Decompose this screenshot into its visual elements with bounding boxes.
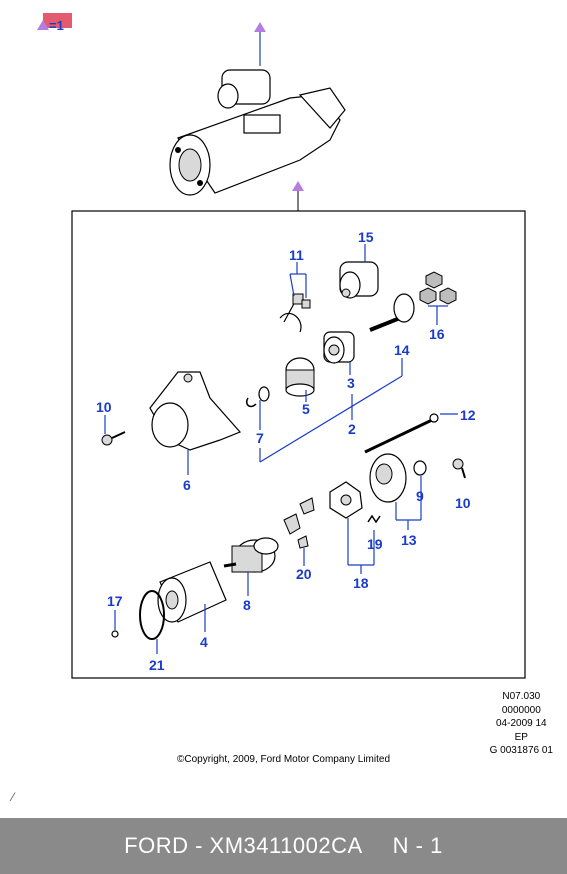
- legend-label: =1: [49, 18, 64, 33]
- exploded-marker-icon: [292, 181, 304, 191]
- callout-15: 15: [358, 229, 374, 245]
- callout-11: 11: [289, 247, 304, 263]
- part-4-yoke: [157, 561, 227, 623]
- reference-line-4: EP: [514, 731, 528, 743]
- reference-line-5: G 0031876 01: [489, 745, 553, 756]
- part-7-clip: [245, 386, 270, 408]
- exploded-view-frame: [71, 210, 526, 679]
- assembly-marker-icon: [254, 22, 266, 32]
- part-18-brush-holder: [329, 481, 363, 519]
- reference-block: N07.030 0000000 04-2009 14 EP G 0031876 …: [490, 690, 553, 758]
- part-21-ring: [139, 590, 165, 640]
- part-10-bolt-left: [101, 431, 126, 446]
- callout-10-right: 10: [455, 495, 471, 511]
- legend-marker-icon: [37, 20, 49, 30]
- callout-17: 17: [107, 593, 123, 609]
- legend-swatch: [43, 13, 72, 28]
- part-17-grommet: [111, 630, 119, 638]
- part-9-grommet: [413, 460, 427, 476]
- part-8-armature: [223, 537, 279, 573]
- callout-6: 6: [183, 477, 191, 493]
- callout-10-left: 10: [96, 399, 112, 415]
- starter-motor-exploded-diagram: 15 11 16 14 3 5 2 7 10 12 6 9 10 13 19 2…: [71, 22, 526, 679]
- callout-18: 18: [353, 575, 369, 591]
- callout-9: 9: [416, 488, 424, 504]
- part-12-through-bolt: [364, 413, 439, 454]
- part-20-shims: [283, 497, 315, 549]
- callout-5: 5: [302, 401, 310, 417]
- part-14-end-plate: [369, 293, 415, 332]
- footer-bar: FORD - XM3411002CA N - 1: [0, 818, 567, 874]
- reference-line-2: 0000000: [501, 704, 541, 716]
- callout-2: 2: [348, 421, 356, 437]
- corner-mark: ⁄: [12, 790, 15, 804]
- callout-14: 14: [394, 342, 410, 358]
- callout-20: 20: [296, 566, 312, 582]
- part-16-nuts: [419, 271, 457, 305]
- part-15-solenoid: [339, 261, 379, 299]
- callout-16: 16: [429, 326, 445, 342]
- callout-4: 4: [200, 634, 208, 650]
- callout-13: 13: [401, 532, 417, 548]
- part-13-brush-plate: [369, 453, 407, 503]
- part-10-bolt-right: [452, 458, 466, 479]
- callout-21: 21: [149, 657, 165, 673]
- part-3-coil: [323, 331, 355, 364]
- callout-8: 8: [243, 597, 251, 613]
- reference-line-3: 04-2009 14: [496, 718, 547, 729]
- copyright-notice: ©Copyright, 2009, Ford Motor Company Lim…: [176, 754, 391, 765]
- starter-assembly: [169, 69, 346, 196]
- footer-part-label: FORD - XM3411002CA: [124, 833, 363, 858]
- callout-12: 12: [460, 407, 476, 423]
- callout-3: 3: [347, 375, 355, 391]
- part-19-spring: [367, 514, 381, 524]
- callout-19: 19: [367, 536, 383, 552]
- callout-7: 7: [256, 430, 264, 446]
- part-6-drive-end-housing: [149, 371, 242, 451]
- part-5-drive-pinion: [285, 357, 315, 397]
- footer-qty-label: N - 1: [392, 833, 443, 858]
- part-11-shift-fork: [279, 293, 311, 333]
- reference-line-1: N07.030: [502, 691, 541, 702]
